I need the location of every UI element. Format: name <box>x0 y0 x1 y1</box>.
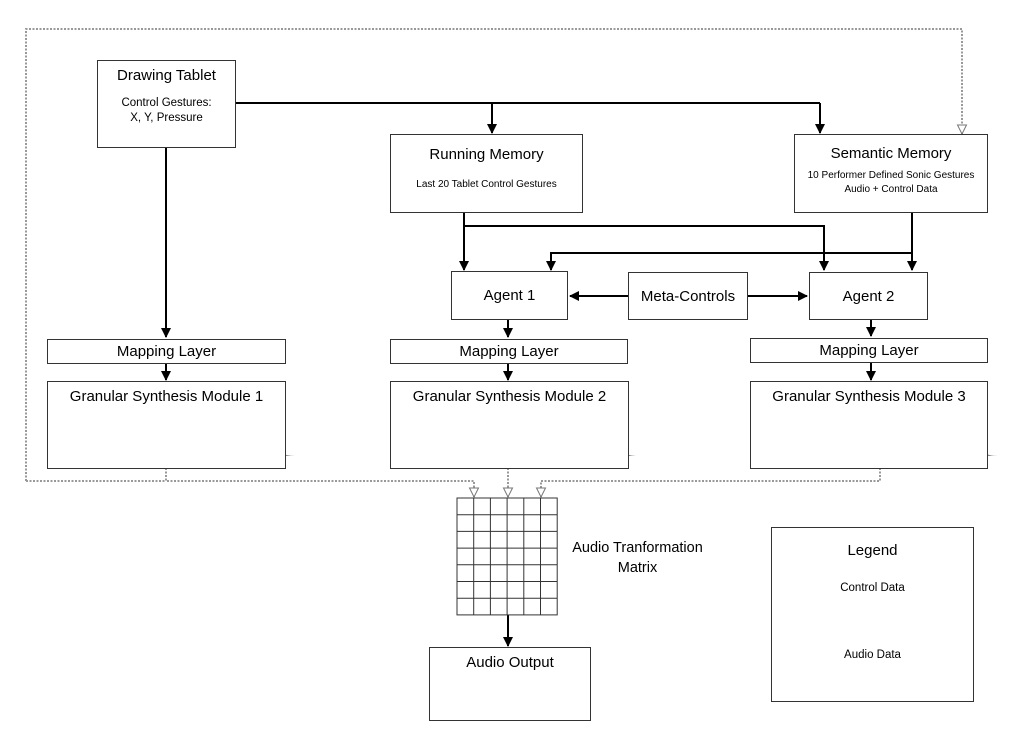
semantic-memory-line1: 10 Performer Defined Sonic Gestures <box>807 170 975 181</box>
meta-controls-label: Meta-Controls <box>640 288 736 305</box>
semantic-to-agent1-arrow <box>546 252 912 271</box>
running-memory-box: Running Memory Last 20 Tablet Control Ge… <box>390 134 583 213</box>
agent1-box: Agent 1 <box>451 271 568 320</box>
matrix-label-line1: Audio Tranformation <box>572 540 703 556</box>
running-memory-line1: Last 20 Tablet Control Gestures <box>416 179 557 190</box>
mapping-layer-1: Mapping Layer <box>47 339 286 364</box>
audio-connections <box>25 28 962 497</box>
gs1-to-matrix-audio <box>165 468 474 497</box>
audio-output-box: Audio Output <box>429 647 591 721</box>
mapping-layer-1-label: Mapping Layer <box>116 343 217 360</box>
semantic-memory-box: Semantic Memory 10 Performer Defined Son… <box>794 134 988 213</box>
mapping-layer-2-label: Mapping Layer <box>459 343 559 360</box>
legend-box: Legend Control Data Audio Data <box>771 527 974 702</box>
granular-module-1-title: Granular Synthesis Module 1 <box>69 388 264 405</box>
control-connections <box>161 102 917 647</box>
agent2-box: Agent 2 <box>809 272 928 320</box>
agent2-label: Agent 2 <box>842 288 895 305</box>
matrix-label-line2: Matrix <box>617 560 658 576</box>
mapping-layer-2: Mapping Layer <box>390 339 628 364</box>
granular-synthesis-module-2: Granular Synthesis Module 2 <box>390 381 629 469</box>
running-memory-title: Running Memory <box>429 146 544 163</box>
drawing-tablet-line1: Control Gestures: <box>121 97 212 109</box>
drawing-tablet-line2: X, Y, Pressure <box>130 112 203 124</box>
gs3-to-matrix-audio <box>541 468 881 497</box>
granular-module-2-title: Granular Synthesis Module 2 <box>412 388 607 405</box>
mapping-layer-3-label: Mapping Layer <box>819 342 919 359</box>
drawing-tablet-title: Drawing Tablet <box>117 67 216 84</box>
granular-synthesis-module-3: Granular Synthesis Module 3 <box>750 381 988 469</box>
matrix-label: Audio Tranformation Matrix <box>560 538 715 578</box>
legend-control-label: Control Data <box>840 582 905 594</box>
legend-audio-label: Audio Data <box>844 649 901 661</box>
mapping-layer-3: Mapping Layer <box>750 338 988 363</box>
granular-module-3-title: Granular Synthesis Module 3 <box>772 388 966 405</box>
running-to-agent2-arrow <box>464 225 829 271</box>
audio-output-label: Audio Output <box>466 654 554 671</box>
semantic-memory-line2: Audio + Control Data <box>844 184 938 195</box>
granular-synthesis-module-1: Granular Synthesis Module 1 <box>47 381 286 469</box>
agent1-label: Agent 1 <box>483 287 536 304</box>
semantic-memory-title: Semantic Memory <box>830 145 952 162</box>
audio-feedback-loop <box>25 28 962 481</box>
meta-controls-box: Meta-Controls <box>628 272 748 320</box>
transformation-matrix-grid <box>456 497 558 616</box>
drawing-tablet-box: Drawing Tablet Control Gestures: X, Y, P… <box>97 60 236 148</box>
legend-title: Legend <box>847 542 898 559</box>
